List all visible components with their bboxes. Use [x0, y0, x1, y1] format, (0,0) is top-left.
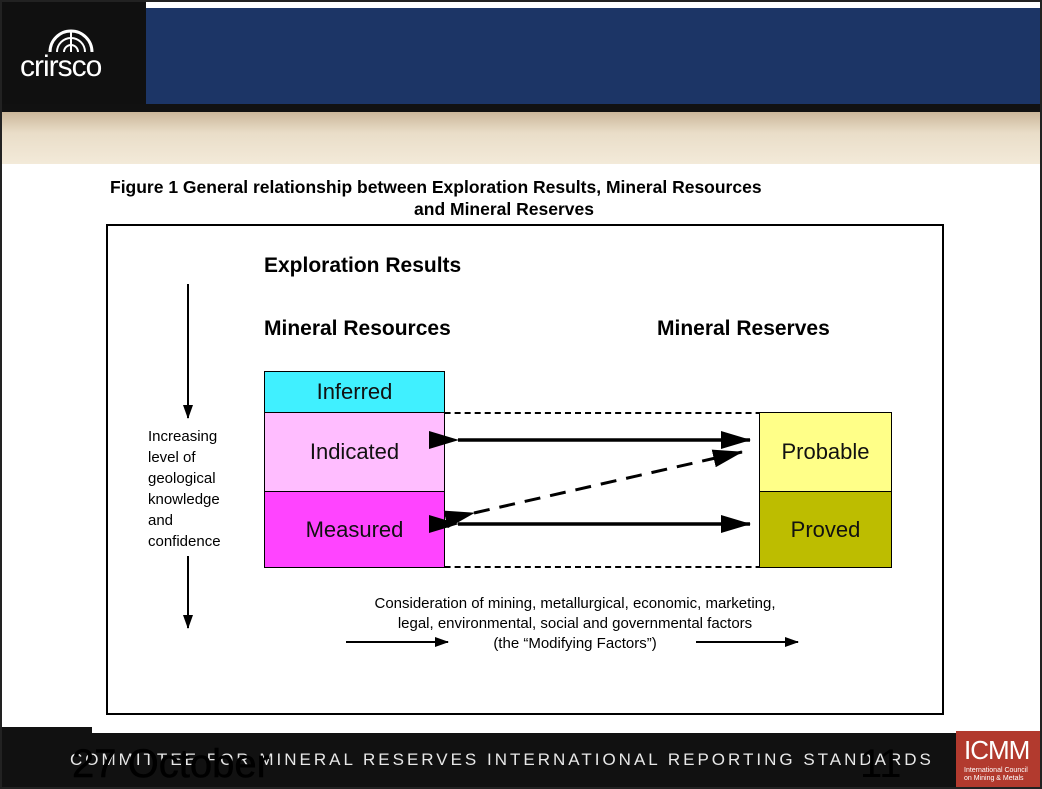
icmm-logo: ICMM International Council on Mining & M… [956, 731, 1042, 789]
indicated-label: Indicated [309, 439, 400, 464]
inferred-box: Inferred [264, 371, 445, 413]
proved-box: Proved [759, 491, 892, 568]
probable-label: Probable [781, 439, 870, 464]
exploration-results-heading: Exploration Results [264, 254, 462, 277]
modifying-factors-text: Consideration of mining, metallurgical, … [278, 594, 872, 654]
proved-label: Proved [790, 516, 861, 542]
confidence-line: and [148, 512, 174, 529]
icmm-subtitle-line: International Council [964, 767, 1028, 774]
confidence-line: level of [148, 449, 196, 466]
header-bar [146, 8, 1042, 104]
indicated-box: Indicated [264, 412, 445, 492]
inferred-label: Inferred [316, 379, 393, 404]
page-number: 11 [860, 742, 902, 786]
figure-title-line1: Figure 1 General relationship between Ex… [110, 177, 762, 197]
footer-left-block [0, 727, 92, 789]
figure-title-line2: and Mineral Reserves [414, 199, 594, 219]
mineral-resources-heading: Mineral Resources [264, 317, 451, 340]
measured-label: Measured [305, 516, 404, 542]
dashed-conversion-arrow [443, 449, 743, 529]
globe-arch-icon [48, 29, 94, 53]
diagram-frame: Exploration Results Mineral Resources Mi… [106, 224, 944, 715]
footer-bar [0, 733, 1042, 789]
confidence-line: confidence [148, 533, 221, 550]
confidence-line: geological [148, 470, 216, 487]
probable-box: Probable [759, 412, 892, 492]
confidence-label: Increasing level of geological knowledge… [148, 426, 221, 552]
crirsco-logo: crirsco [0, 0, 146, 112]
figure-title: Figure 1 General relationship between Ex… [100, 176, 908, 220]
diagram-arrows [183, 284, 799, 647]
icmm-subtitle-line: on Mining & Metals [964, 775, 1024, 782]
confidence-line: Increasing [148, 428, 218, 445]
logo-text: crirsco [20, 50, 102, 83]
icmm-logo-text: ICMM [964, 735, 1030, 765]
icmm-subtitle: International Council on Mining & Metals [964, 767, 1028, 783]
confidence-line: knowledge [148, 491, 220, 508]
footer-date: 27 October [72, 742, 270, 787]
tan-band [0, 112, 1042, 164]
mineral-reserves-heading: Mineral Reserves [657, 317, 830, 340]
measured-box: Measured [264, 491, 445, 568]
footer-org-text: COMMITTEE FOR MINERAL RESERVES INTERNATI… [70, 750, 934, 769]
header-shadow [0, 104, 1042, 112]
factors-line: Consideration of mining, metallurgical, … [374, 595, 776, 612]
factors-line: (the “Modifying Factors”) [493, 635, 657, 652]
factors-line: legal, environmental, social and governm… [397, 615, 753, 632]
